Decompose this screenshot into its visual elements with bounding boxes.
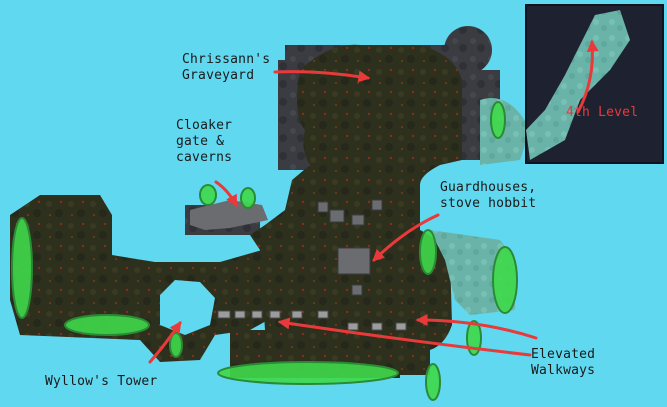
marker-east-b [492, 246, 518, 314]
green-markers [11, 101, 518, 401]
label-cloaker: Cloaker gate & caverns [176, 118, 233, 165]
label-walkways: Elevated Walkways [531, 347, 596, 378]
elevated-walkways [217, 310, 407, 331]
arrow-guardhouses [372, 213, 440, 262]
arrow-walkways-b [415, 314, 538, 340]
arrow-walkways-a [277, 317, 532, 357]
marker-tower-south [64, 314, 150, 336]
annotation-arrows [148, 39, 599, 364]
marker-south [217, 361, 399, 385]
marker-east-a [419, 229, 437, 275]
label-level4: 4th Level [566, 105, 639, 120]
label-graveyard: Chrissann's Graveyard [182, 52, 271, 83]
fourth-level-inset [525, 4, 664, 164]
marker-cloaker-a [199, 184, 217, 206]
label-tower: Wyllow's Tower [45, 374, 158, 389]
marker-west-edge [11, 217, 33, 319]
label-guardhouses: Guardhouses, stove hobbit [440, 180, 537, 211]
marker-southeast [425, 363, 441, 401]
marker-northeast [490, 101, 506, 139]
arrow-tower [148, 321, 182, 364]
arrow-cloaker [214, 180, 238, 208]
guardhouses [317, 199, 383, 296]
marker-cloaker-b [240, 187, 256, 209]
arrow-graveyard [273, 70, 371, 83]
arrow-level4 [576, 39, 599, 114]
